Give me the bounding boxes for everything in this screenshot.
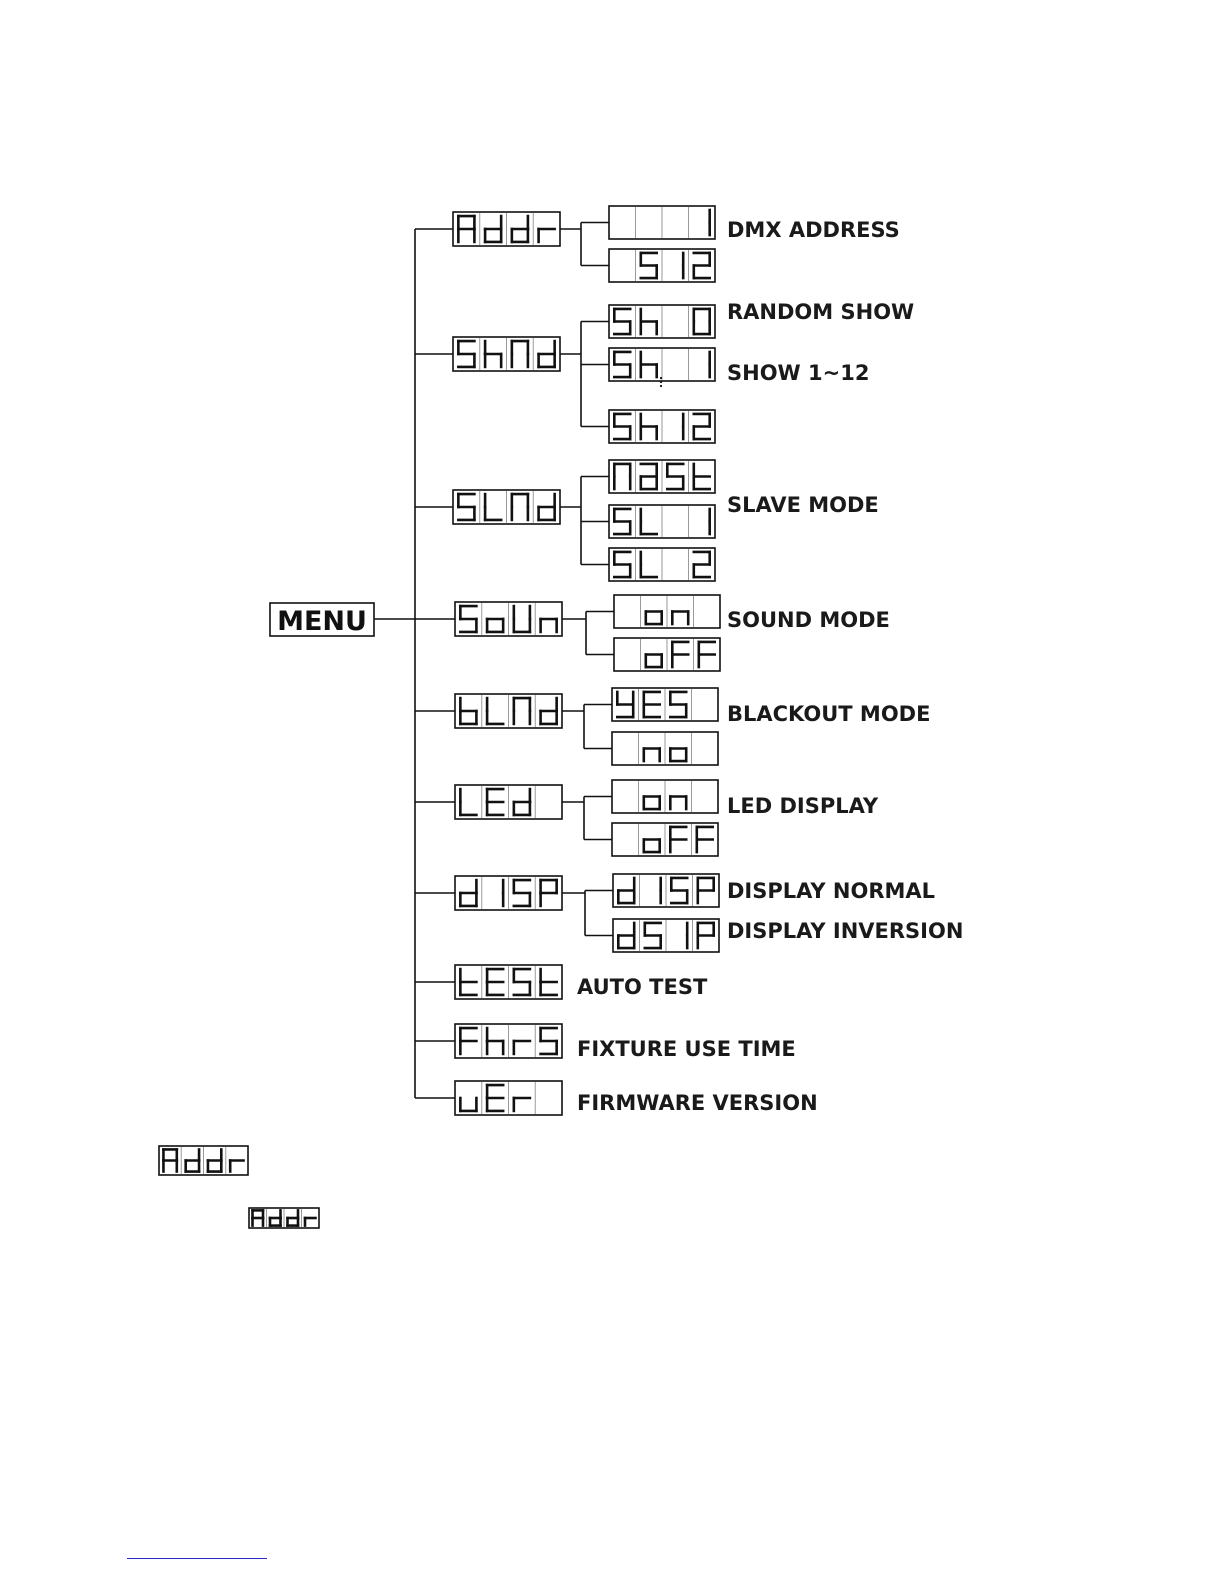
- code-display-addr: Addr: [0, 0, 560, 246]
- code-display-disp: dISP: [0, 0, 562, 910]
- ellipsis-dots: [660, 377, 662, 387]
- menu-item-soun: SoUn on oFFSOUND MODE: [0, 0, 890, 671]
- item-label: FIRMWARE VERSION: [577, 1091, 818, 1115]
- item-label: LED DISPLAY: [727, 794, 879, 818]
- footer-link-underline: [127, 1558, 267, 1559]
- option-display-disp-0: dISP: [0, 0, 719, 907]
- option-display-shnd-0: Sh 0: [0, 0, 715, 338]
- option-display-slnd-1: SL 1: [0, 0, 715, 538]
- option-display-led-0: on: [0, 0, 718, 813]
- option-display-shnd-2: Sh12: [0, 0, 715, 443]
- menu-item-addr: Addr 1 512DMX ADDRESS: [0, 0, 900, 282]
- item-label: SLAVE MODE: [727, 493, 879, 517]
- menu-item-led: LEd on oFFLED DISPLAY: [0, 0, 879, 856]
- code-display-ver: vEr: [0, 0, 562, 1115]
- option-display-slnd-0: NaSt: [0, 0, 715, 493]
- item-label: DISPLAY NORMAL: [727, 879, 935, 903]
- menu-label: MENU: [277, 606, 367, 637]
- item-label: AUTO TEST: [577, 975, 708, 999]
- item-label: BLACKOUT MODE: [727, 702, 930, 726]
- item-label: RANDOM SHOW: [727, 300, 914, 324]
- option-display-blnd-1: no: [0, 0, 718, 765]
- item-label: SOUND MODE: [727, 608, 890, 632]
- code-display-shnd: ShNd: [0, 0, 560, 371]
- item-label: DISPLAY INVERSION: [727, 919, 963, 943]
- code-display-soun: SoUn: [0, 0, 562, 636]
- menu-item-test: tEStAUTO TEST: [0, 0, 708, 999]
- item-label: DMX ADDRESS: [727, 218, 900, 242]
- footnote-display-0: Addr: [0, 0, 248, 1175]
- option-display-slnd-2: SL 2: [0, 0, 715, 581]
- code-display-slnd: SLNd: [0, 0, 560, 524]
- option-display-shnd-1: Sh 1: [0, 0, 715, 381]
- menu-root: MENU: [270, 603, 374, 637]
- option-display-addr-1: 512: [0, 0, 715, 282]
- option-display-addr-0: 1: [0, 0, 715, 239]
- item-label: FIXTURE USE TIME: [577, 1037, 796, 1061]
- menu-item-slnd: SLNdNaStSL 1SL 2 SLAVE MODE: [0, 0, 879, 581]
- item-label: SHOW 1~12: [727, 361, 869, 385]
